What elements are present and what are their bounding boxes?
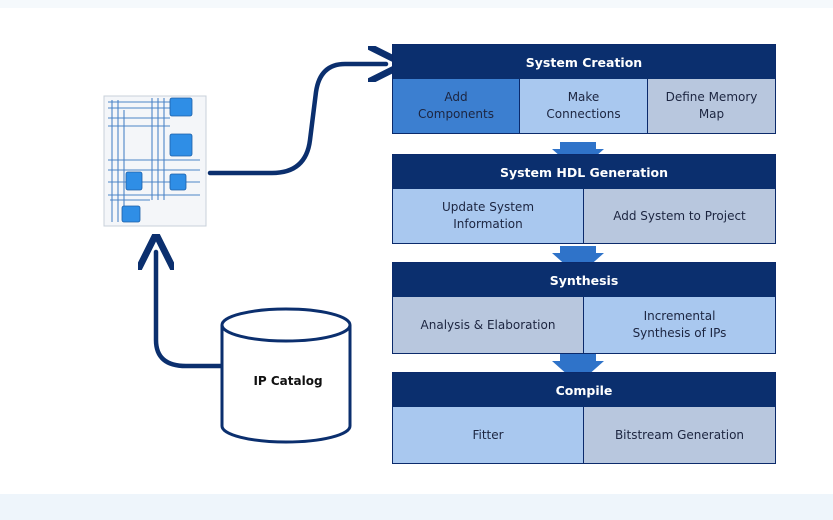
stage-cell: Add System to Project xyxy=(583,189,775,243)
ip-catalog-cylinder xyxy=(220,307,352,444)
bottom-band xyxy=(0,494,833,520)
stage-cell: Add Components xyxy=(393,79,519,133)
stage-system-hdl-generation: System HDL Generation Update System Info… xyxy=(392,154,776,244)
down-arrow xyxy=(552,246,604,276)
schematic-thumbnail xyxy=(103,95,207,227)
stage-title: Synthesis xyxy=(393,263,775,297)
flow-arrow-to-schematic xyxy=(156,252,225,369)
stage-title: Compile xyxy=(393,373,775,407)
stage-title: System Creation xyxy=(393,45,775,79)
stage-cell: Update System Information xyxy=(393,189,583,243)
stage-cell: Fitter xyxy=(393,407,583,463)
stage-title: System HDL Generation xyxy=(393,155,775,189)
stage-cell: Bitstream Generation xyxy=(583,407,775,463)
stage-system-creation: System Creation Add Components Make Conn… xyxy=(392,44,776,134)
stage-cell: Analysis & Elaboration xyxy=(393,297,583,353)
stage-cell: Define Memory Map xyxy=(647,79,775,133)
flow-arrow-to-system-creation xyxy=(207,64,386,176)
stage-cell: Make Connections xyxy=(519,79,647,133)
stage-cell: Incremental Synthesis of IPs xyxy=(583,297,775,353)
down-arrow xyxy=(552,354,604,384)
stage-compile: Compile Fitter Bitstream Generation xyxy=(392,372,776,464)
stage-synthesis: Synthesis Analysis & Elaboration Increme… xyxy=(392,262,776,354)
ip-catalog-label: IP Catalog xyxy=(253,374,323,388)
